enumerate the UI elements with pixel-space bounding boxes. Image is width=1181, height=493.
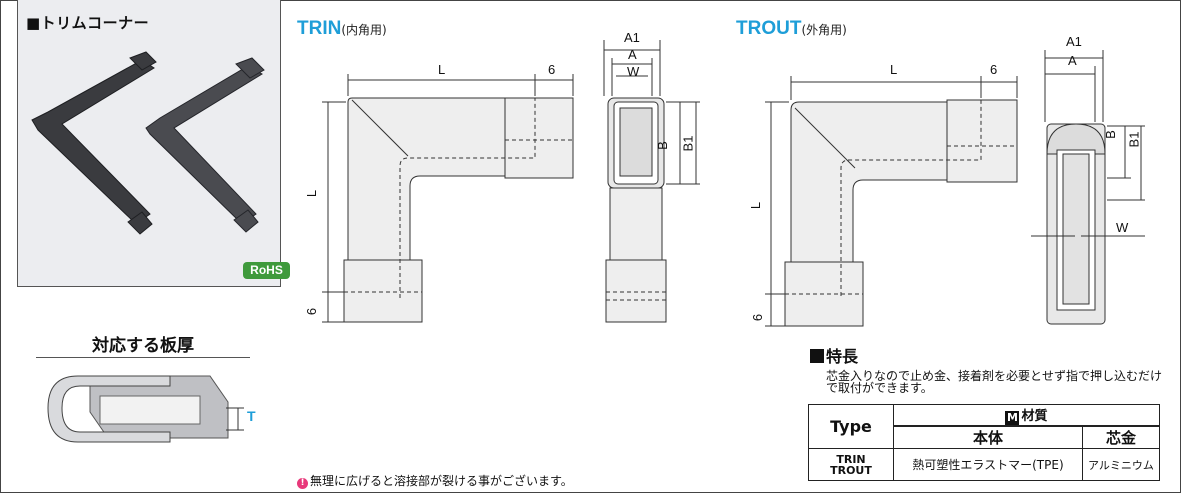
- product-photo-panel: ■トリムコーナー RoHS: [17, 0, 290, 287]
- core-column-header: 芯金: [1082, 425, 1160, 449]
- trout-dim-b1: B1: [1126, 131, 1142, 148]
- thickness-t-label: T: [247, 408, 256, 424]
- type-header: Type: [808, 404, 894, 449]
- trout-dim-b: B: [1102, 130, 1118, 139]
- trin-dim-b1: B1: [680, 135, 696, 152]
- caution-note: !無理に広げると溶接部が裂ける事がございます。: [297, 472, 573, 489]
- thickness-title: 対応する板厚: [92, 336, 194, 356]
- trout-dim-a: A: [1068, 53, 1077, 68]
- body-material-cell: 熱可塑性エラストマー(TPE): [893, 448, 1083, 481]
- trin-name: TRIN: [297, 18, 342, 39]
- trim-corner-left: [31, 51, 157, 235]
- trout-dim-a1: A1: [1066, 34, 1082, 49]
- core-material-cell: アルミニウム: [1082, 448, 1160, 481]
- trin-dim-a: A: [628, 47, 637, 62]
- type-trin: TRIN: [836, 452, 866, 466]
- trin-sub: (内角用): [341, 23, 387, 37]
- trout-dim-w: W: [1116, 220, 1129, 235]
- thickness-illustration: [47, 375, 244, 443]
- trin-drawing: [322, 40, 700, 323]
- caution-text: 無理に広げると溶接部が裂ける事がございます。: [310, 474, 573, 488]
- trout-name: TROUT: [736, 18, 802, 39]
- trin-dim-b: B: [654, 141, 670, 150]
- thickness-divider: [36, 357, 250, 358]
- trin-dim-l-side: L: [304, 189, 320, 198]
- features-title-text: 特長: [826, 347, 859, 366]
- body-column-header: 本体: [893, 425, 1083, 449]
- caution-icon: !: [297, 478, 308, 489]
- trin-dim-l-top: L: [438, 62, 446, 77]
- trin-dim-w: W: [627, 64, 640, 79]
- trout-sub: (外角用): [801, 23, 847, 37]
- trout-dim-l-top: L: [890, 62, 898, 77]
- trout-dim-l-side: L: [748, 201, 764, 210]
- type-trout: TROUT: [830, 463, 872, 477]
- photo-title: ■トリムコーナー: [26, 14, 150, 32]
- trin-dim-a1: A1: [624, 30, 640, 45]
- features-body: 芯金入りなので止め金、接着剤を必要とせず指で押し込むだけで取付ができます。: [826, 369, 1163, 395]
- trim-corner-photo: [31, 51, 265, 235]
- features-title: 特長: [810, 343, 858, 367]
- trout-title: TROUT(外角用): [736, 18, 847, 40]
- trout-dim-6-side: 6: [750, 313, 766, 322]
- trin-dim-6-top: 6: [548, 62, 556, 77]
- rohs-badge: RoHS: [243, 262, 290, 279]
- trin-title: TRIN(内角用): [297, 18, 387, 40]
- trout-dim-6-top: 6: [990, 62, 998, 77]
- material-header-text: 材質: [1021, 409, 1048, 424]
- trin-dim-6-side: 6: [304, 307, 320, 316]
- trout-drawing: [765, 50, 1145, 327]
- trim-corner-right: [145, 57, 265, 233]
- material-icon: M: [1005, 411, 1020, 425]
- square-bullet-icon: [810, 349, 824, 363]
